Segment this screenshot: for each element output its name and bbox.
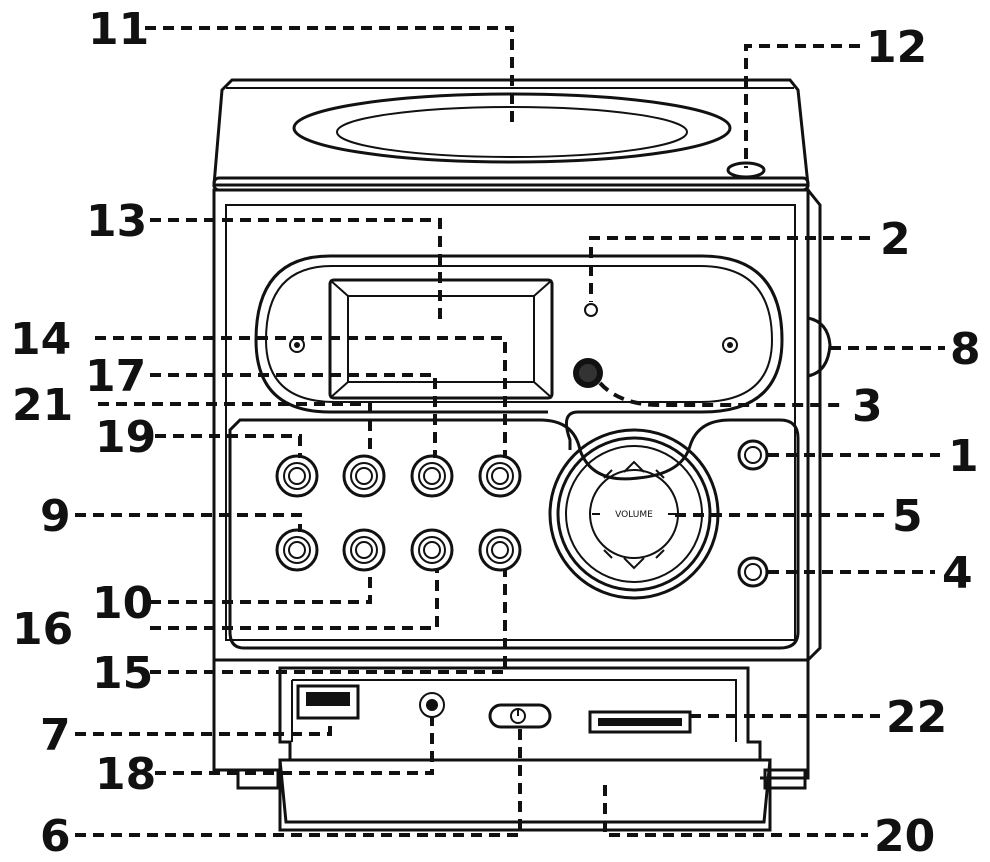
callout-8: 8 — [950, 324, 981, 375]
device-body — [212, 78, 832, 790]
leader-14 — [95, 336, 507, 458]
cd-open-button — [726, 161, 766, 179]
callout-22: 22 — [886, 692, 947, 743]
callout-14: 14 — [10, 314, 71, 365]
callout-9: 9 — [40, 491, 71, 542]
leader-7 — [75, 718, 332, 736]
callout-20: 20 — [874, 811, 935, 862]
compartment-door — [278, 758, 772, 824]
leader-9 — [75, 513, 302, 532]
leader-6 — [75, 728, 522, 837]
side-knob — [807, 316, 832, 378]
callout-7: 7 — [40, 710, 71, 761]
callout-13: 13 — [86, 196, 147, 247]
indicator-led — [584, 303, 598, 317]
leader-21 — [98, 402, 372, 458]
callout-11: 11 — [88, 4, 149, 55]
leader-2 — [589, 236, 870, 302]
callout-5: 5 — [892, 491, 923, 542]
leader-11 — [145, 26, 514, 128]
power-switch — [488, 703, 552, 729]
leader-12 — [744, 44, 860, 168]
leader-18 — [155, 717, 434, 775]
leader-16 — [150, 570, 439, 630]
callout-21: 21 — [12, 380, 73, 431]
volume-knob-text: VOLUME — [615, 510, 653, 520]
callout-4: 4 — [942, 548, 973, 599]
card-slot — [588, 710, 692, 734]
leader-3 — [598, 381, 845, 407]
callout-12: 12 — [866, 22, 927, 73]
leader-lines — [75, 26, 945, 837]
callout-6: 6 — [40, 811, 71, 862]
button-1 — [737, 439, 769, 471]
leader-17 — [150, 373, 437, 458]
callout-18: 18 — [95, 749, 156, 800]
callout-19: 19 — [95, 412, 156, 463]
lower-compartment — [278, 666, 772, 832]
callout-10: 10 — [92, 578, 153, 629]
button-4 — [737, 556, 769, 588]
callout-2: 2 — [880, 214, 911, 265]
button-row-bottom — [275, 528, 522, 572]
leader-15 — [150, 570, 507, 674]
volume-knob: VOLUME — [548, 428, 720, 600]
callout-3: 3 — [852, 381, 883, 432]
leader-20 — [603, 785, 868, 837]
button-row-top — [275, 454, 522, 498]
callout-1: 1 — [948, 431, 979, 482]
leader-19 — [155, 434, 302, 458]
callout-17: 17 — [85, 351, 146, 402]
callout-16: 16 — [12, 604, 73, 655]
callout-labels: 11 12 13 2 14 8 17 21 3 19 1 9 5 4 10 16… — [10, 4, 981, 862]
front-panel: VOLUME — [228, 254, 800, 650]
leader-13 — [150, 218, 442, 320]
leader-10 — [150, 570, 372, 604]
callout-15: 15 — [92, 648, 153, 699]
cd-compartment — [292, 92, 732, 164]
